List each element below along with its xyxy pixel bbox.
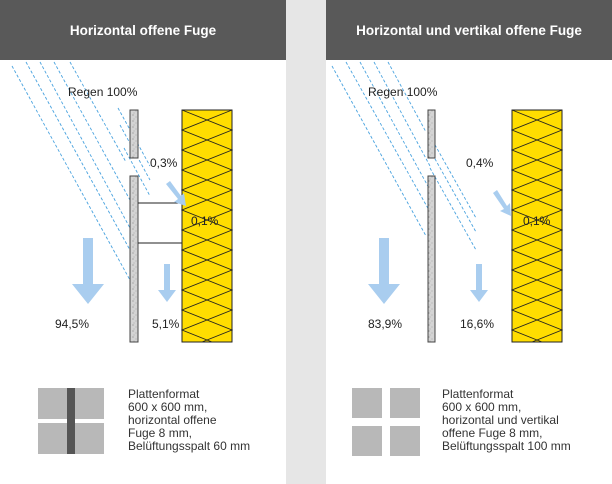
cladding-board (129, 109, 139, 343)
tile-layout-icon (352, 388, 420, 456)
insulation (180, 109, 234, 343)
diagonal-arrow (493, 190, 511, 216)
insulation-label: 0,1% (523, 214, 551, 228)
large-down-arrow (72, 238, 104, 304)
panel-horizontal-joint: Horizontal offene Fuge (0, 0, 286, 484)
facade-section-diagram (331, 61, 564, 343)
large-down-arrow (368, 238, 400, 304)
panel-description: Plattenformat 600 x 600 mm, horizontal u… (442, 387, 571, 453)
front-drainage-label: 94,5% (55, 317, 90, 331)
cavity-drainage-label: 16,6% (460, 317, 495, 331)
small-down-arrow (158, 264, 176, 302)
front-drainage-label: 83,9% (368, 317, 403, 331)
rain-label: Regen 100% (68, 85, 138, 99)
facade-section-diagram (11, 61, 234, 343)
insulation (510, 109, 564, 343)
panel-description: Plattenformat 600 x 600 mm, horizontal o… (128, 387, 251, 453)
joint-lines (138, 202, 182, 244)
cavity-drainage-label: 5,1% (152, 317, 180, 331)
diagonal-arrow (166, 181, 186, 206)
panel-horizontal-vertical-joint: Horizontal und vertikal offene Fuge (326, 0, 612, 484)
insulation-label: 0,1% (191, 214, 219, 228)
gap-label: 0,4% (466, 156, 494, 170)
rain-lines (331, 61, 477, 251)
small-down-arrow (470, 264, 488, 302)
panel-title: Horizontal offene Fuge (0, 0, 286, 60)
tile-layout-icon (38, 388, 104, 454)
rain-label: Regen 100% (368, 85, 438, 99)
arrows (368, 190, 511, 304)
panel-title: Horizontal und vertikal offene Fuge (326, 0, 612, 60)
gap-label: 0,3% (150, 156, 178, 170)
arrows (72, 181, 186, 304)
cladding-board (427, 109, 436, 343)
